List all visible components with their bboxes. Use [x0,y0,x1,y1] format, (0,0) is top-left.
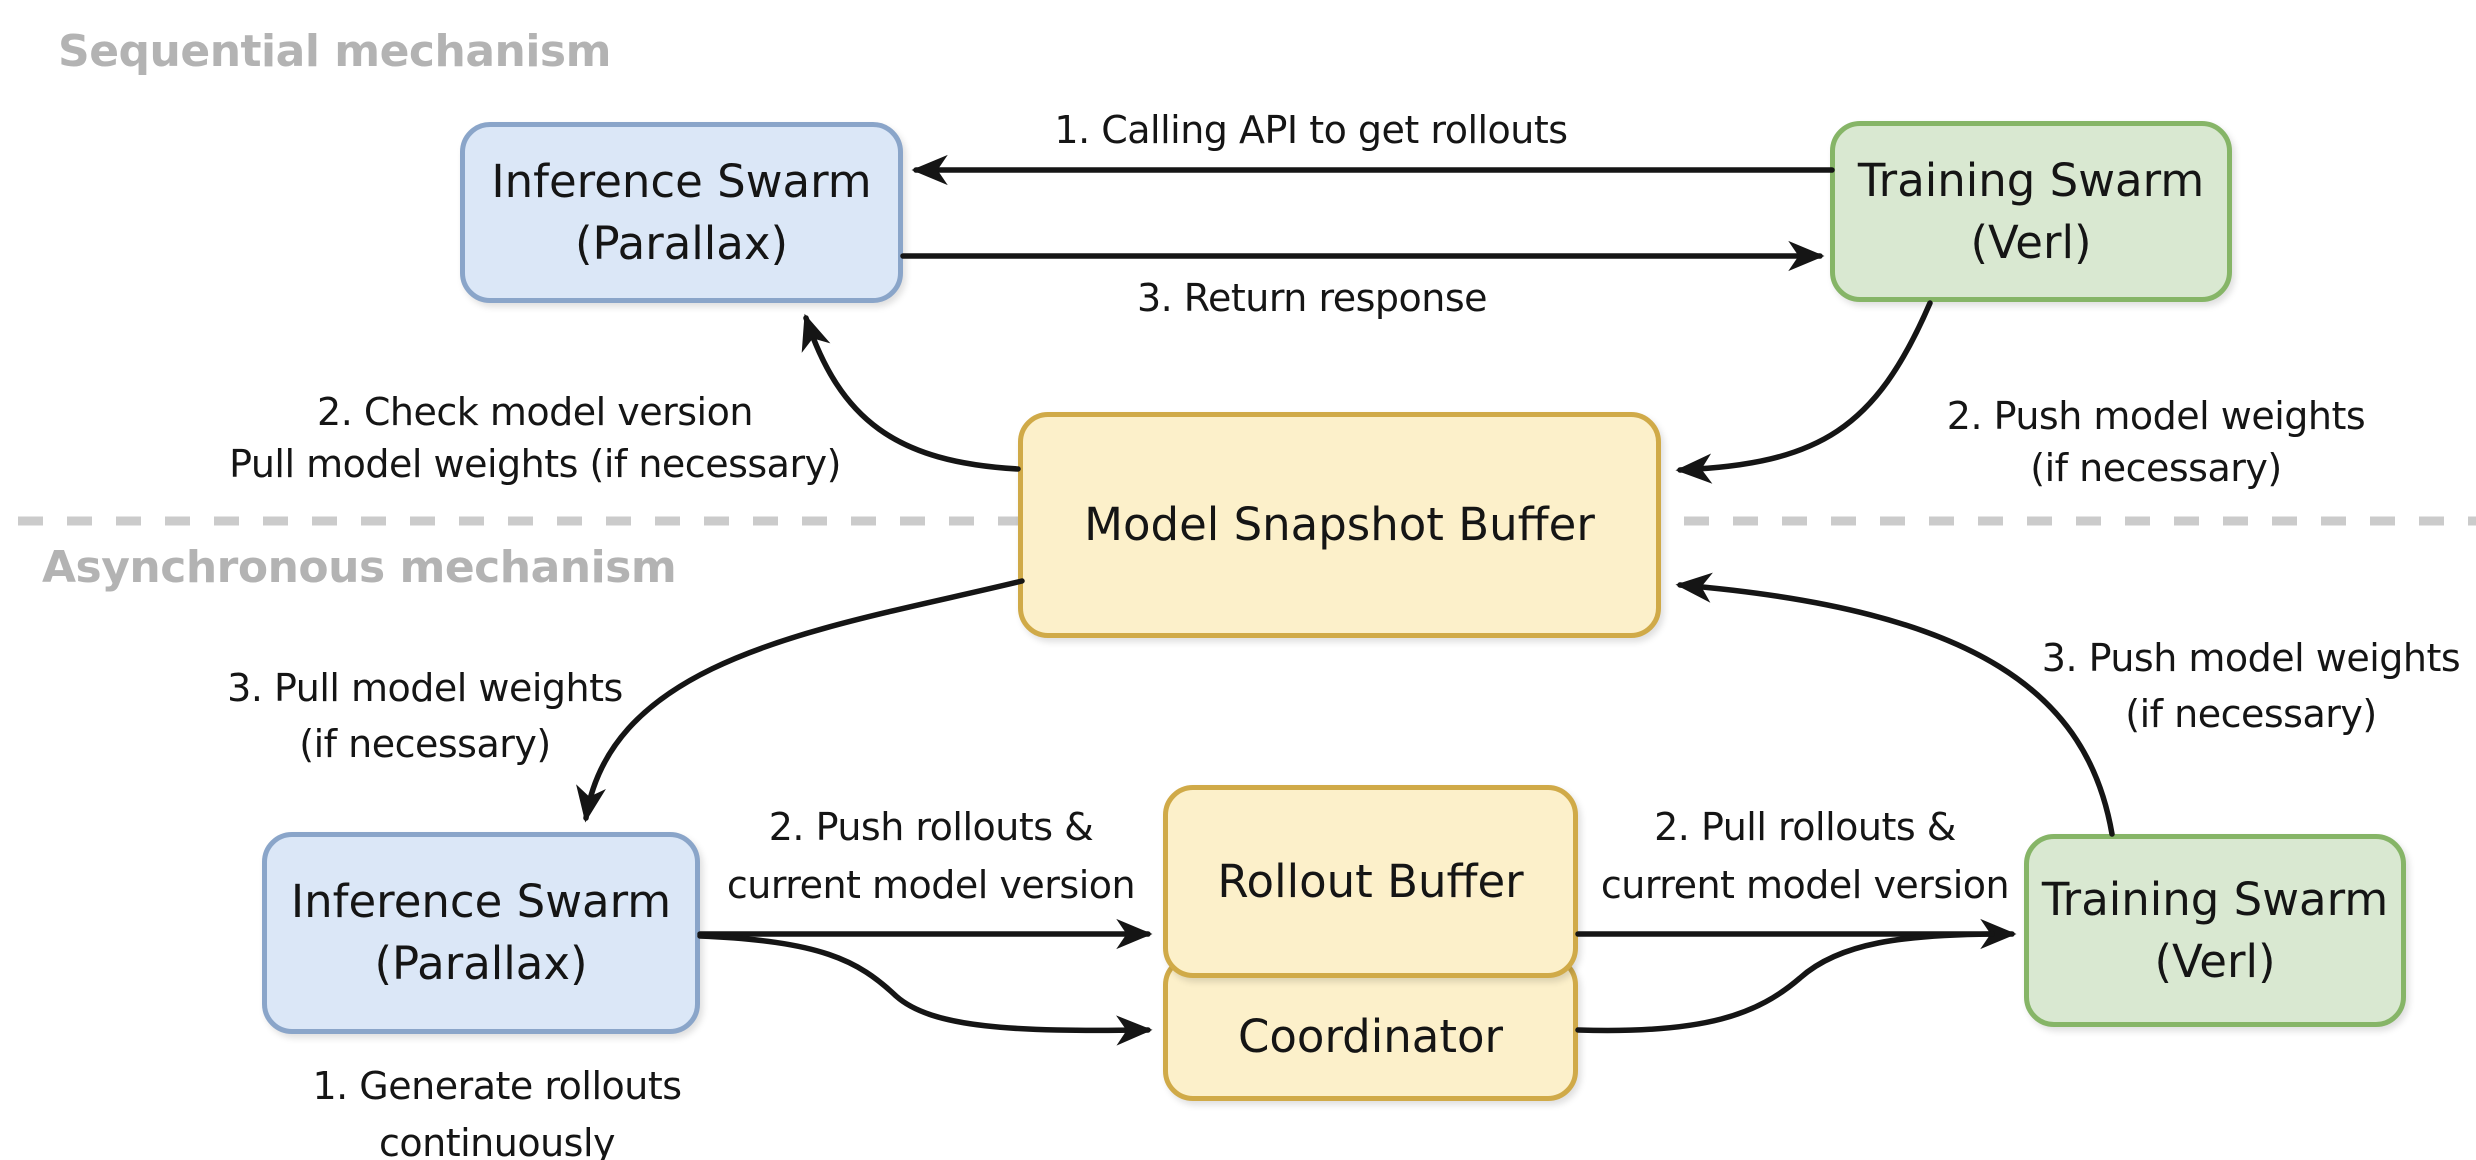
pull-model-weights-async-line1: 3. Pull model weights [227,666,623,710]
push-model-weights-async-line2: (if necessary) [2125,692,2377,736]
generate-rollouts-line2: continuously [378,1121,616,1160]
generate-rollouts-line1: 1. Generate rollouts [312,1064,682,1108]
inference-swarm-top-line1: Inference Swarm [491,154,872,208]
push-model-weights-seq-line2: (if necessary) [2030,446,2282,490]
push-model-weights-async-label: 3. Push model weights (if necessary) [2001,630,2476,742]
edge-inference-to-coordinator-arrow [697,933,1153,1046]
push-rollouts-line2: current model version [726,863,1136,907]
coordinator-label: Coordinator [1237,1010,1504,1063]
pull-rollouts-line2: current model version [1600,863,2010,907]
push-model-weights-seq-label: 2. Push model weights (if necessary) [1906,390,2406,494]
return-response-text: 3. Return response [1136,276,1488,320]
edge-push-model-weights-seq-arrow [1675,300,1933,484]
inference-swarm-bottom-node: Inference Swarm (Parallax) [262,832,700,1034]
pull-rollouts-label: 2. Pull rollouts & current model version [1555,798,2055,914]
coordinator-node: Coordinator [1163,955,1578,1101]
inference-swarm-bottom-line1: Inference Swarm [290,875,672,928]
sequential-section-title: Sequential mechanism [58,26,611,77]
inference-swarm-top-node: Inference Swarm (Parallax) [460,122,903,303]
rollout-buffer-label: Rollout Buffer [1217,854,1524,908]
inference-swarm-top-line2: (Parallax) [574,216,789,270]
training-swarm-bottom-node: Training Swarm (Verl) [2024,834,2406,1027]
check-model-version-label: 2. Check model version Pull model weight… [185,386,885,490]
training-swarm-bottom-line2: (Verl) [2154,934,2276,988]
calling-api-text: 1. Calling API to get rollouts [1054,108,1568,152]
pull-model-weights-async-line2: (if necessary) [299,722,551,766]
check-model-version-line1: 2. Check model version [317,390,753,434]
check-model-version-line2: Pull model weights (if necessary) [229,442,841,486]
training-swarm-top-line2: (Verl) [1970,215,2092,269]
inference-swarm-bottom-line2: (Parallax) [374,937,588,990]
pull-rollouts-line1: 2. Pull rollouts & [1654,805,1956,849]
push-rollouts-line1: 2. Push rollouts & [768,805,1094,849]
asynchronous-section-title: Asynchronous mechanism [42,542,677,593]
model-snapshot-buffer-node: Model Snapshot Buffer [1018,412,1661,638]
rollout-buffer-node: Rollout Buffer [1163,785,1578,978]
return-response-label: 3. Return response [1012,276,1612,320]
training-swarm-top-line1: Training Swarm [1857,153,2205,207]
push-model-weights-seq-line1: 2. Push model weights [1946,394,2366,438]
training-swarm-top-node: Training Swarm (Verl) [1830,121,2232,302]
push-model-weights-async-line1: 3. Push model weights [2041,636,2461,680]
model-snapshot-buffer-label: Model Snapshot Buffer [1084,498,1595,551]
push-rollouts-label: 2. Push rollouts & current model version [681,798,1181,914]
pull-model-weights-async-label: 3. Pull model weights (if necessary) [125,660,725,772]
edge-coordinator-to-training-curve [1575,931,1995,1034]
calling-api-label: 1. Calling API to get rollouts [961,108,1661,152]
training-swarm-bottom-line1: Training Swarm [2041,872,2389,926]
generate-rollouts-label: 1. Generate rollouts continuously [247,1058,747,1160]
